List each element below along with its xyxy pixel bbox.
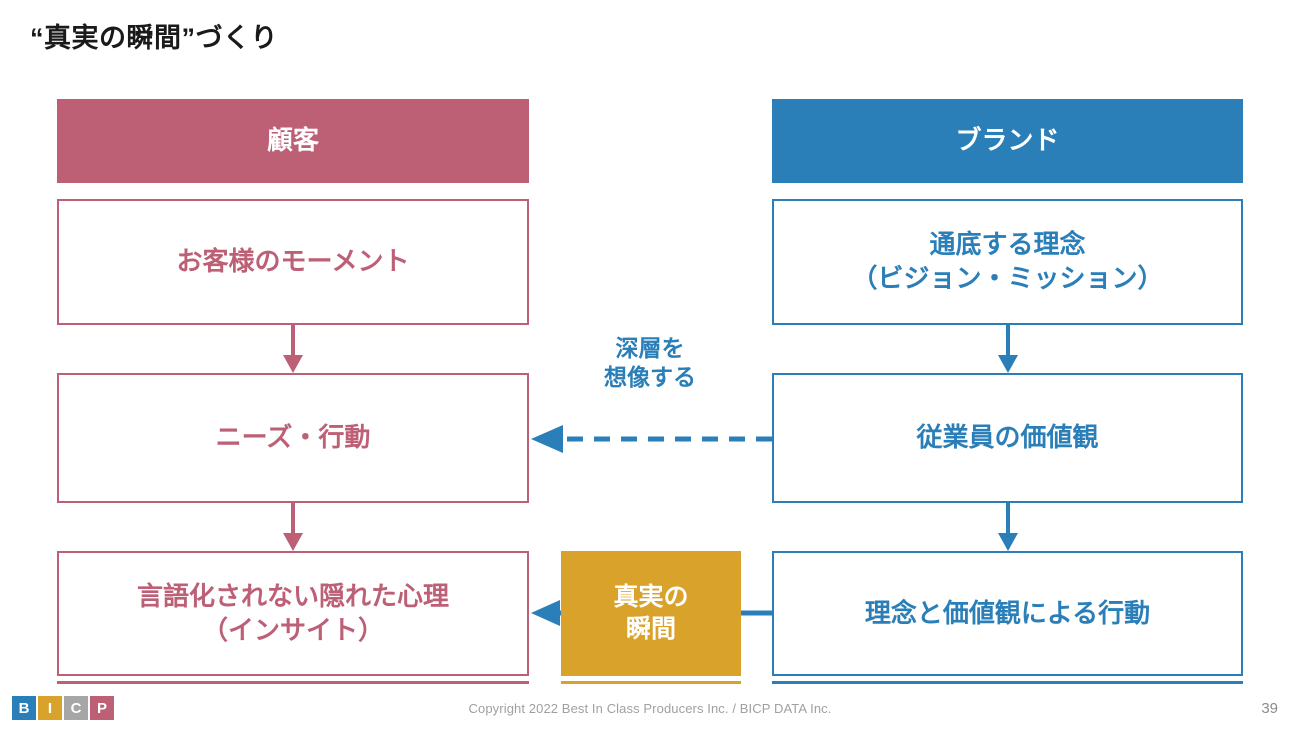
brand-box-1-line2: （ビジョン・ミッション） <box>851 263 1164 293</box>
customer-box-1-line1: お客様のモーメント <box>176 246 410 277</box>
customer-box-1[interactable]: お客様のモーメント <box>57 199 529 325</box>
customer-box-3[interactable]: 言語化されない隠れた心理 （インサイト） <box>57 551 529 676</box>
arrow-customer-2-to-3 <box>283 503 303 551</box>
page-number: 39 <box>1261 700 1278 717</box>
arrow-customer-1-to-2 <box>283 325 303 373</box>
copyright-text: Copyright 2022 Best In Class Producers I… <box>468 701 832 716</box>
page-title: “真実の瞬間”づくり <box>30 23 278 53</box>
customer-box-3-line2: （インサイト） <box>201 614 384 645</box>
footer-rule-customer <box>57 681 529 684</box>
brand-box-2-line1: 従業員の価値観 <box>916 422 1099 453</box>
brand-column-header: ブランド <box>772 99 1243 183</box>
brand-box-3[interactable]: 理念と価値観による行動 <box>772 551 1243 676</box>
dashed-connector-label-line2: 想像する <box>604 363 696 390</box>
customer-column-header: 顧客 <box>57 99 529 183</box>
customer-column-header-label: 顧客 <box>266 125 319 156</box>
arrow-brand-2-to-3 <box>998 503 1018 551</box>
brand-column-header-label: ブランド <box>955 125 1060 156</box>
logo-letter-p: P <box>90 696 114 720</box>
dashed-connector-label: 深層を 想像する <box>588 334 712 392</box>
bicp-logo: B I C P <box>12 696 114 720</box>
arrow-moment-to-customer3 <box>531 600 561 626</box>
logo-letter-i: I <box>38 696 62 720</box>
brand-box-1-line1: 通底する理念 <box>929 229 1086 260</box>
dashed-arrow-brand-to-customer <box>531 425 772 453</box>
footer-rule-brand <box>772 681 1243 684</box>
brand-box-3-line1: 理念と価値観による行動 <box>864 597 1151 628</box>
brand-box-1[interactable]: 通底する理念 （ビジョン・ミッション） <box>772 199 1243 325</box>
customer-box-3-line1: 言語化されない隠れた心理 <box>136 580 449 611</box>
moment-of-truth-line2: 瞬間 <box>625 614 676 643</box>
dashed-connector-label-line1: 深層を <box>615 335 685 361</box>
customer-box-2-line1: ニーズ・行動 <box>215 422 371 453</box>
logo-letter-c: C <box>64 696 88 720</box>
arrow-brand-1-to-2 <box>998 325 1018 373</box>
moment-of-truth-box[interactable]: 真実の 瞬間 <box>561 551 741 676</box>
brand-box-2[interactable]: 従業員の価値観 <box>772 373 1243 503</box>
moment-of-truth-line1: 真実の <box>613 583 689 612</box>
logo-letter-b: B <box>12 696 36 720</box>
footer-rule-moment <box>561 681 741 684</box>
customer-box-2[interactable]: ニーズ・行動 <box>57 373 529 503</box>
